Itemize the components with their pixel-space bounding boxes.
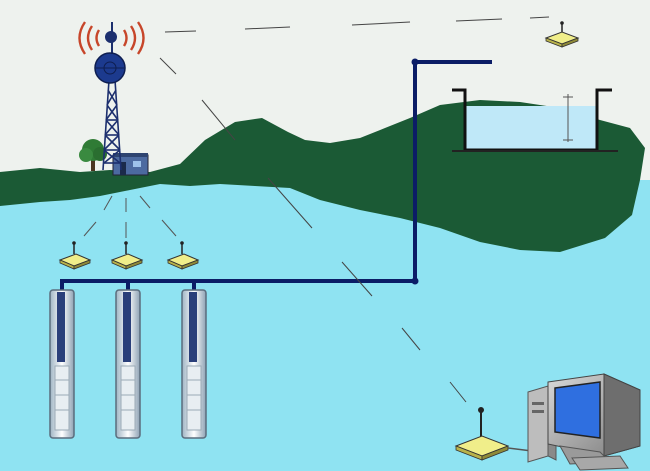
radio-waves-icon: [78, 21, 145, 55]
pipe-joint-top: [411, 58, 419, 66]
antenna-top-ball: [105, 31, 117, 43]
field-module-1: [58, 241, 92, 270]
signal-link-tank: [164, 16, 550, 33]
radio-tower-icon: [78, 21, 145, 171]
pipe-joint-bottom: [411, 277, 419, 285]
tank-water: [465, 106, 597, 150]
pipe-main: [60, 60, 492, 283]
field-module-2: [110, 241, 144, 270]
field-module-3: [166, 241, 200, 270]
signal-link-pc: [159, 57, 467, 403]
signal-links-field: [83, 195, 177, 238]
monitor-screen: [554, 381, 601, 439]
pc-module: [454, 407, 541, 461]
reservoir-tank: [452, 88, 618, 152]
pump-house-icon: [112, 153, 149, 176]
well-pump-2: [115, 289, 141, 439]
well-pump-1: [49, 289, 75, 439]
tank-module: [544, 21, 580, 48]
well-pump-3: [181, 289, 207, 439]
control-computer-icon: [527, 373, 641, 471]
